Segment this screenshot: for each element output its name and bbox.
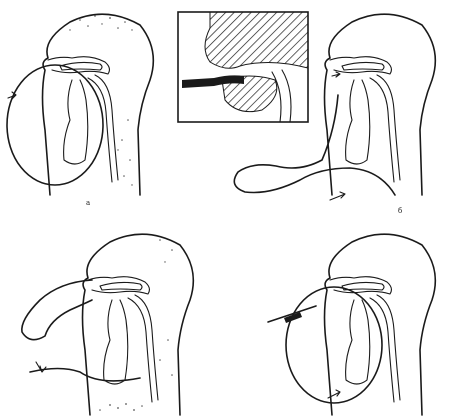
- tube-c: [30, 369, 140, 381]
- panel-a: a: [7, 14, 153, 207]
- panel-label-b: б: [398, 207, 402, 215]
- head-profile-c: [83, 234, 194, 415]
- balloon-d: [286, 287, 382, 403]
- balloon-a: [7, 65, 103, 185]
- panel-label-a: a: [86, 199, 90, 207]
- head-profile-a: [43, 14, 154, 195]
- inset: [178, 12, 308, 122]
- panel-c: [22, 234, 194, 415]
- stipple-c: [99, 239, 173, 411]
- balloon-c: [22, 280, 92, 340]
- panel-d: [268, 234, 435, 415]
- stipple-a: [69, 15, 132, 186]
- inset-hatched-tissue: [205, 12, 308, 68]
